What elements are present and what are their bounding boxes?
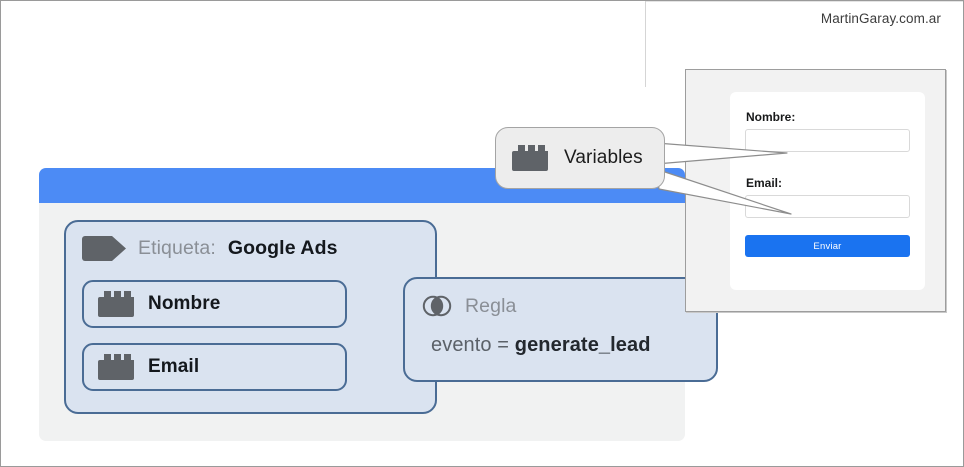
top-vertical-divider bbox=[645, 1, 646, 87]
rule-card[interactable]: Regla evento = generate_lead bbox=[403, 277, 718, 382]
rule-venn-icon bbox=[422, 295, 452, 317]
brick-icon bbox=[98, 291, 134, 317]
watermark-text: MartinGaray.com.ar bbox=[820, 11, 941, 26]
rule-expression: evento = generate_lead bbox=[431, 334, 651, 357]
variable-pill-label: Nombre bbox=[148, 293, 221, 314]
tag-value: Google Ads bbox=[227, 237, 338, 259]
rule-header: Regla bbox=[422, 291, 516, 321]
brick-icon bbox=[512, 145, 548, 171]
form-label-nombre: Nombre: bbox=[746, 110, 796, 124]
tag-header: Etiqueta: Google Ads bbox=[82, 236, 338, 261]
brick-icon bbox=[98, 354, 134, 380]
form-submit-button[interactable]: Enviar bbox=[745, 235, 910, 257]
form-card: Nombre: Email: Enviar bbox=[730, 92, 925, 290]
tag-group-card[interactable]: Etiqueta: Google Ads Nombre Email bbox=[64, 220, 437, 414]
form-input-email[interactable] bbox=[745, 195, 910, 218]
top-horizontal-divider bbox=[645, 1, 963, 2]
variable-pill-nombre[interactable]: Nombre bbox=[82, 280, 347, 328]
variable-pill-label: Email bbox=[148, 356, 200, 377]
form-label-email: Email: bbox=[746, 176, 783, 190]
variable-pill-email[interactable]: Email bbox=[82, 343, 347, 391]
rule-title: Regla bbox=[465, 294, 517, 317]
rule-expression-key: evento = bbox=[431, 334, 515, 356]
rule-expression-value: generate_lead bbox=[514, 334, 651, 356]
tag-icon bbox=[82, 236, 126, 261]
form-input-nombre[interactable] bbox=[745, 129, 910, 152]
tag-label: Etiqueta: bbox=[138, 237, 216, 259]
variables-callout[interactable]: Variables bbox=[495, 127, 665, 189]
website-form-window: Nombre: Email: Enviar bbox=[685, 69, 946, 312]
variables-callout-label: Variables bbox=[564, 147, 643, 168]
